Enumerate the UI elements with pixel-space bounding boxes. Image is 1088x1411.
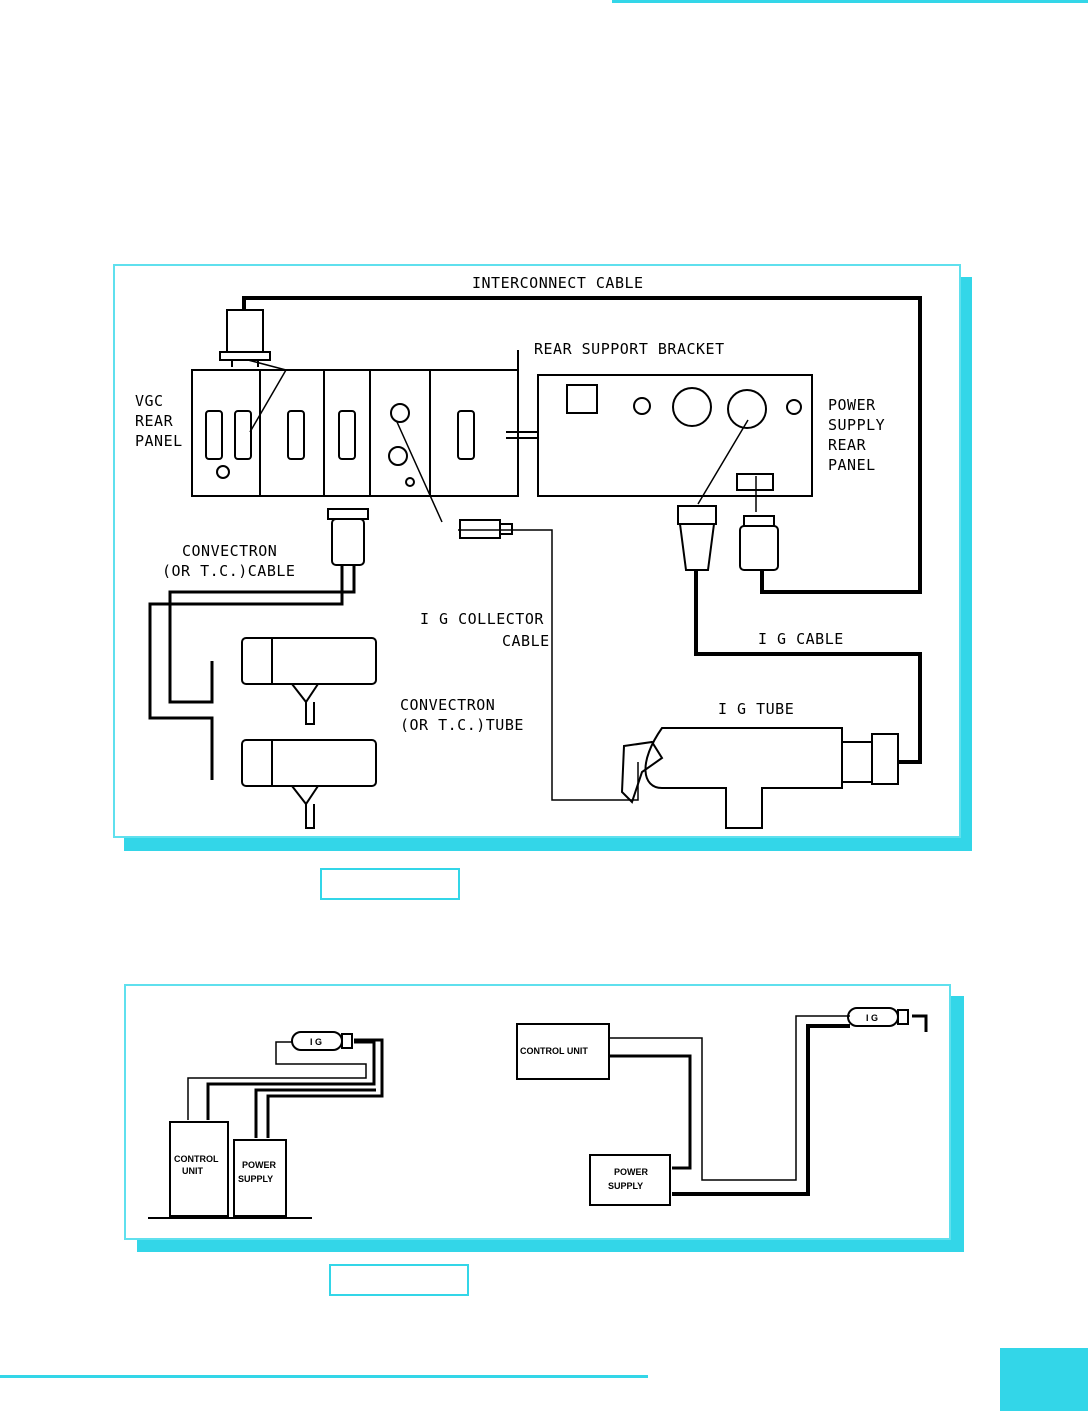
label-interconnect-cable: INTERCONNECT CABLE [472, 274, 644, 292]
label-convectron-tube-1: CONVECTRON [400, 696, 495, 714]
label-ps-panel: PANEL [828, 456, 876, 474]
label-convectron-tube-2: (OR T.C.)TUBE [400, 716, 524, 734]
figure1-caption-box [320, 868, 460, 900]
power-cable-left [254, 1038, 384, 1138]
label-vgc-rear: REAR [135, 412, 174, 430]
label-power-right-2: SUPPLY [608, 1181, 643, 1191]
interconnect-cable [242, 296, 922, 594]
label-ig-collector-2: CABLE [502, 632, 550, 650]
convectron-tube-1 [241, 637, 377, 725]
label-ig-tube: I G TUBE [718, 700, 794, 718]
label-ig-cable: I G CABLE [758, 630, 844, 648]
collector-cable-right [610, 1015, 850, 1181]
ig-collector-cable [396, 421, 639, 801]
control-unit-right [516, 1023, 610, 1080]
ig-cable-right [610, 1054, 692, 1170]
label-power-right-1: POWER [614, 1167, 649, 1177]
convectron-connector [327, 508, 369, 566]
label-control-left-1: CONTROL [174, 1154, 219, 1164]
label-control-left-2: UNIT [182, 1166, 203, 1176]
label-convectron-cable-2: (OR T.C.)CABLE [162, 562, 295, 580]
ig-cable-connector [677, 505, 779, 571]
rear-support-bracket [506, 350, 538, 439]
power-supply-left [233, 1139, 287, 1217]
label-control-right: CONTROL UNIT [520, 1046, 588, 1056]
power-supply-panel [537, 374, 813, 497]
label-ig-right: I G [866, 1013, 878, 1023]
collector-cable-left [187, 1041, 367, 1120]
power-supply-right [589, 1154, 671, 1206]
label-rear-support-bracket: REAR SUPPORT BRACKET [534, 340, 725, 358]
power-cable-right [672, 1024, 850, 1196]
bottom-rule [0, 1375, 648, 1378]
figure2-panel: I G CONTROL UNIT POWER SUPPLY CONTROL UN… [124, 984, 951, 1240]
figure2-diagram: I G CONTROL UNIT POWER SUPPLY CONTROL UN… [148, 1007, 928, 1219]
label-ps-supply: SUPPLY [828, 416, 885, 434]
label-ps-rear: REAR [828, 436, 867, 454]
label-ps-power: POWER [828, 396, 876, 414]
label-power-left-1: POWER [242, 1160, 277, 1170]
control-unit-left [169, 1121, 229, 1217]
convectron-cable [148, 565, 356, 780]
vgc-rear-panel [191, 369, 519, 497]
label-ig-left: I G [310, 1037, 322, 1047]
page-tab [1000, 1348, 1088, 1411]
label-ig-collector-1: I G COLLECTOR [420, 610, 544, 628]
interconnect-connector [219, 309, 271, 367]
ig-cable [694, 570, 922, 764]
bnc-connector [459, 519, 513, 539]
ig-cable-left [206, 1040, 376, 1120]
figure1-panel: INTERCONNECT CABLE REAR SUPPORT BRACKET … [113, 264, 961, 838]
ig-tube [620, 727, 899, 829]
label-vgc-panel: PANEL [135, 432, 183, 450]
label-power-left-2: SUPPLY [238, 1174, 273, 1184]
label-convectron-cable-1: CONVECTRON [182, 542, 277, 560]
top-rule [612, 0, 1088, 3]
label-vgc: VGC [135, 392, 164, 410]
figure1-diagram: INTERCONNECT CABLE REAR SUPPORT BRACKET … [135, 274, 922, 829]
convectron-tube-2 [241, 739, 377, 829]
figure2-caption-box [329, 1264, 469, 1296]
